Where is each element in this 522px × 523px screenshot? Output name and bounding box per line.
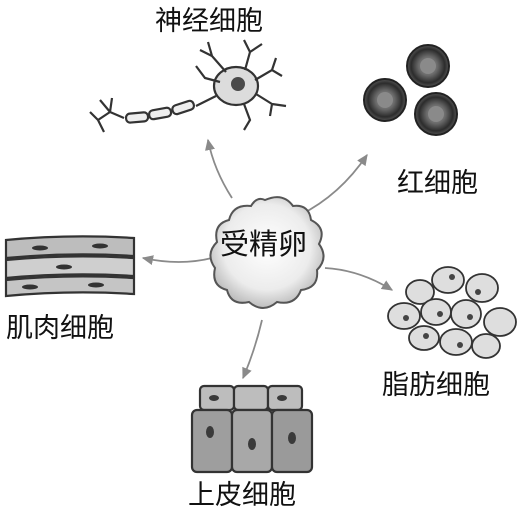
red-blood-cells (363, 44, 458, 136)
neuron-cell (89, 39, 287, 133)
red-blood-cell-label: 红细胞 (397, 168, 478, 199)
zygote-label: 受精卵 (220, 227, 308, 261)
arrow-to-epithelial-cell (242, 319, 263, 380)
arrow-to-neuron (205, 138, 233, 199)
muscle-cell-label: 肌肉细胞 (6, 313, 114, 344)
arrow-to-muscle-cell (141, 255, 213, 266)
muscle-cells (4, 235, 136, 298)
fat-cell-label: 脂肪细胞 (382, 370, 490, 401)
epithelial-cells (190, 384, 314, 474)
arrow-to-fat-cell (324, 267, 394, 291)
zygote-cell (209, 196, 325, 309)
arrow-to-red-blood-cell (299, 153, 368, 216)
fat-cells (387, 266, 517, 359)
epithelial-cell-label: 上皮细胞 (188, 480, 296, 511)
neuron-label: 神经细胞 (155, 6, 263, 37)
